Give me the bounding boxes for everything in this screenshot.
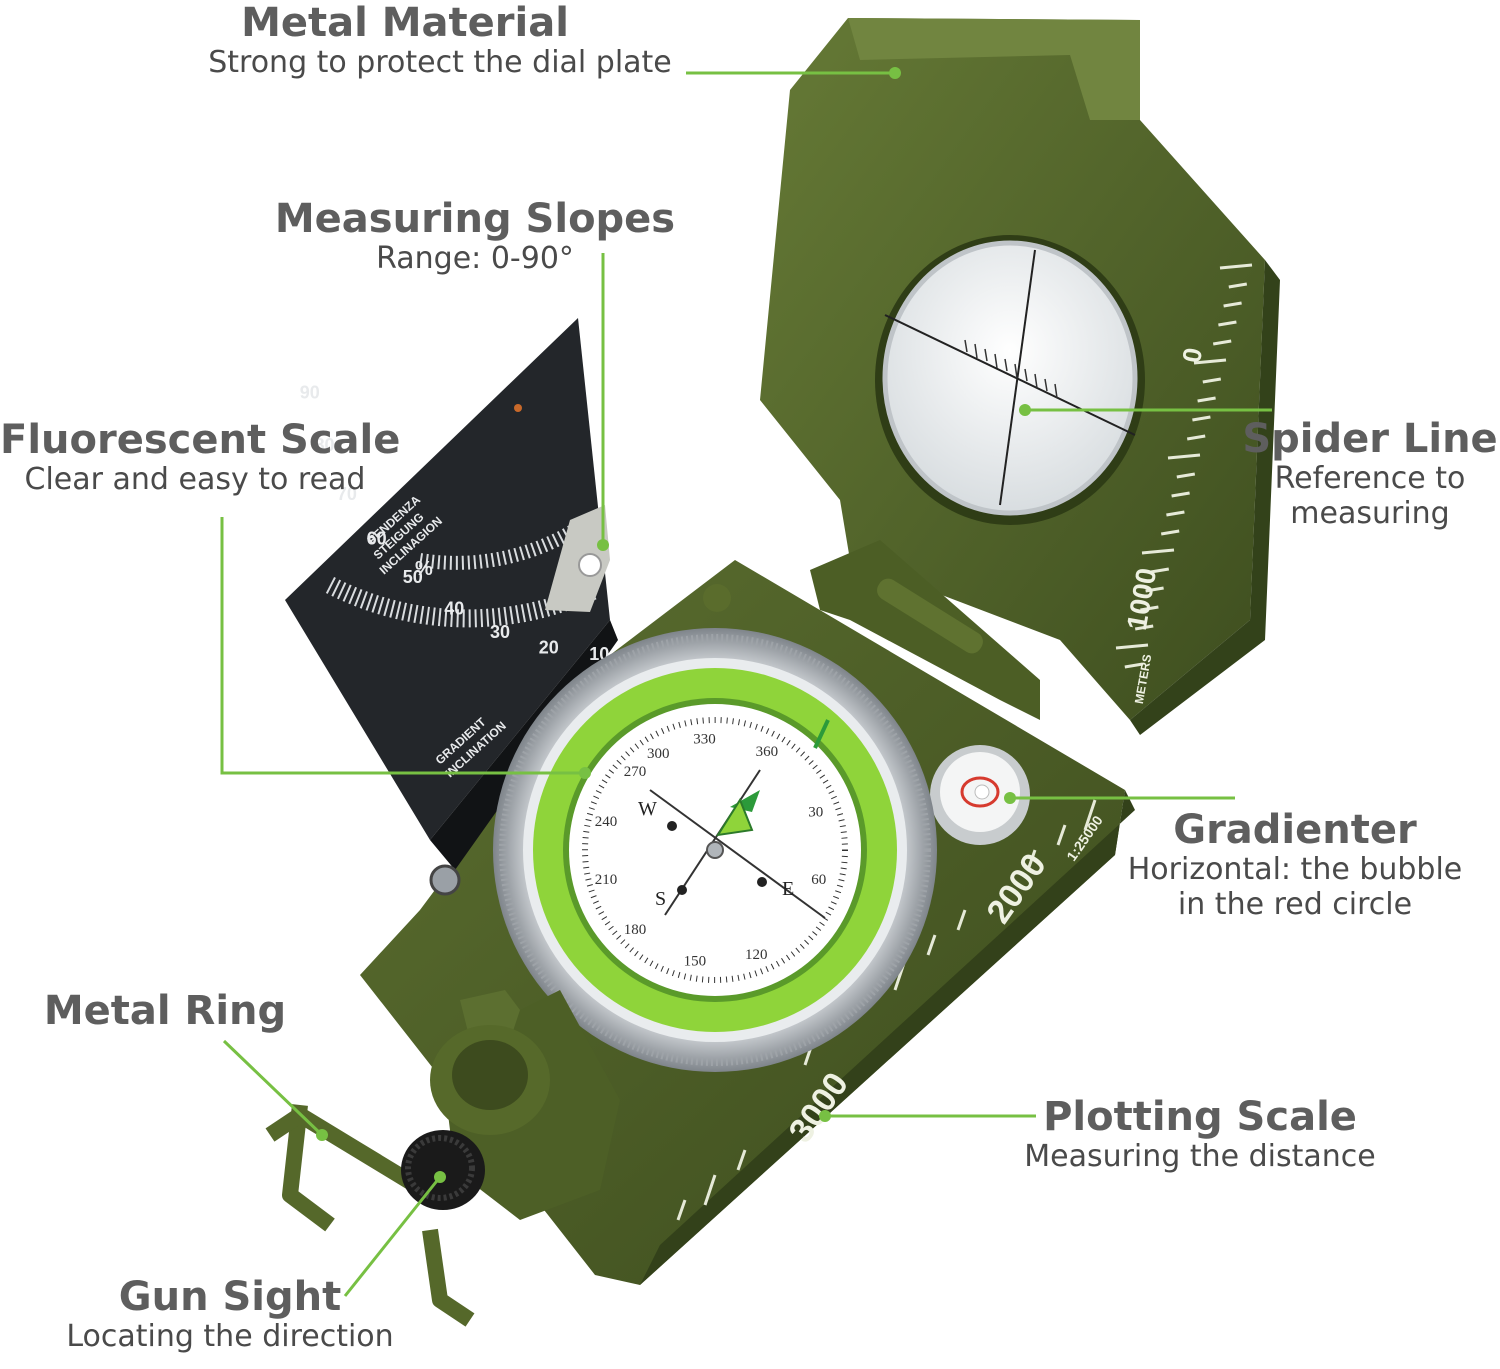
lid-scale-tick — [1202, 377, 1222, 384]
dial-cardinal-labels: W S E — [638, 798, 794, 910]
callout-spider-line: Spider Line Reference to measuring — [1240, 416, 1500, 531]
callout-title: Measuring Slopes — [274, 196, 676, 242]
callout-desc-line-2: in the red circle — [1177, 886, 1413, 922]
callout-desc: Strong to protect the dial plate — [208, 45, 672, 80]
lid-scale-tick — [1124, 662, 1144, 669]
clinometer-degree-label: 80 — [315, 435, 335, 455]
callout-title: Fluorescent Scale — [0, 417, 401, 463]
callout-desc: Measuring the distance — [1024, 1139, 1376, 1174]
dial-cardinal: E — [782, 878, 794, 900]
compass-dial — [493, 628, 937, 1072]
lid-scale-tick — [1134, 624, 1154, 631]
dial-number: 180 — [624, 922, 647, 938]
callout-gun-sight: Gun Sight Locating the direction — [40, 1274, 420, 1355]
callout-fluorescent-scale: Fluorescent Scale Clear and easy to read — [0, 417, 401, 498]
hinge-pin-icon — [703, 584, 731, 612]
dial-number: 300 — [647, 746, 670, 762]
callout-title: Spider Line — [1242, 416, 1498, 462]
lid-scale-tick — [1150, 567, 1170, 574]
callout-desc-line-2: measuring — [1290, 495, 1450, 531]
lid-scale-tick — [1171, 491, 1190, 498]
lid-scale-tick — [1166, 510, 1185, 517]
callout-gradienter: Gradienter Horizontal: the bubble in the… — [1105, 807, 1485, 922]
dial-number: 60 — [811, 872, 826, 888]
lid-scale-tick — [1228, 282, 1248, 289]
lid-scale-tick — [1141, 548, 1175, 555]
lid-scale-tick — [1115, 643, 1149, 650]
callout-metal-material: Metal Material Strong to protect the dia… — [175, 0, 715, 81]
callout-lines — [220, 71, 1272, 1297]
callout-desc: Clear and easy to read — [24, 462, 366, 497]
lid-scale-tick — [1223, 301, 1242, 308]
dial-number: 270 — [624, 764, 647, 780]
lid-scale-tick — [1218, 320, 1237, 327]
clinometer-percent-symbol: % — [415, 558, 433, 580]
dial-number: 120 — [745, 947, 768, 963]
clinometer-degree-label: 50 — [403, 567, 423, 587]
callout-desc: Locating the direction — [66, 1319, 394, 1354]
dial-number: 30 — [808, 805, 823, 821]
clinometer-degree-label: 60 — [367, 528, 387, 548]
callout-title: Plotting Scale — [1043, 1094, 1357, 1140]
clinometer-degree-label: 20 — [539, 637, 559, 657]
dial-cardinal: W — [638, 798, 657, 820]
dial-number: 150 — [684, 953, 707, 969]
dial-number: 360 — [756, 744, 779, 760]
dial-cardinal: S — [655, 888, 666, 910]
lid-scale-tick — [1167, 453, 1201, 460]
lid-scale-tick — [1212, 339, 1232, 346]
callout-title: Metal Material — [241, 0, 569, 46]
dial-number: 240 — [595, 814, 618, 830]
clinometer-degree-label: 70 — [337, 484, 357, 504]
lid-scale-tick — [1219, 263, 1253, 270]
callout-desc: Range: 0-90° — [376, 241, 574, 276]
gun-sight-assembly — [430, 990, 620, 1220]
lid-scale-tick — [1176, 472, 1196, 479]
sight-knob-icon — [401, 1130, 485, 1210]
lid-scale-tick — [1160, 529, 1180, 536]
lid-scale-0: 0 — [1176, 345, 1208, 364]
callout-desc-line-1: Horizontal: the bubble — [1127, 852, 1463, 887]
callout-title: Gradienter — [1173, 807, 1417, 853]
gradienter — [930, 745, 1030, 845]
lid-scale-tick — [1145, 586, 1164, 593]
dial-number: 330 — [693, 731, 716, 747]
clinometer-degree-label: 30 — [490, 622, 510, 642]
lid-hinge — [810, 540, 1040, 720]
lid-scale-tick — [1197, 396, 1216, 403]
callout-title: Metal Ring — [43, 988, 287, 1034]
dial-number: 210 — [595, 872, 618, 888]
callout-measuring-slopes: Measuring Slopes Range: 0-90° — [270, 196, 680, 277]
spider-line-lens — [875, 235, 1145, 525]
callout-dots — [316, 67, 1031, 1183]
lid-scale-tick — [1193, 358, 1227, 365]
callout-desc-line-1: Reference to — [1274, 461, 1466, 496]
callout-plotting-scale: Plotting Scale Measuring the distance — [1000, 1094, 1400, 1175]
dial-number-labels: 300 330 360 30 60 120 150 180 210 240 270 — [595, 731, 826, 969]
lid-scale-tick — [1192, 415, 1211, 422]
clinometer-degree-label: 40 — [444, 598, 464, 618]
lid-scale-tick — [1186, 434, 1206, 441]
clinometer-degree-label: 90 — [300, 383, 320, 403]
lid-scale-tick — [1140, 605, 1159, 612]
lid-scale-ticks — [1115, 263, 1253, 669]
callout-title: Gun Sight — [118, 1274, 342, 1320]
callout-metal-ring: Metal Ring — [40, 988, 290, 1034]
hinge-screw-icon — [429, 864, 461, 896]
